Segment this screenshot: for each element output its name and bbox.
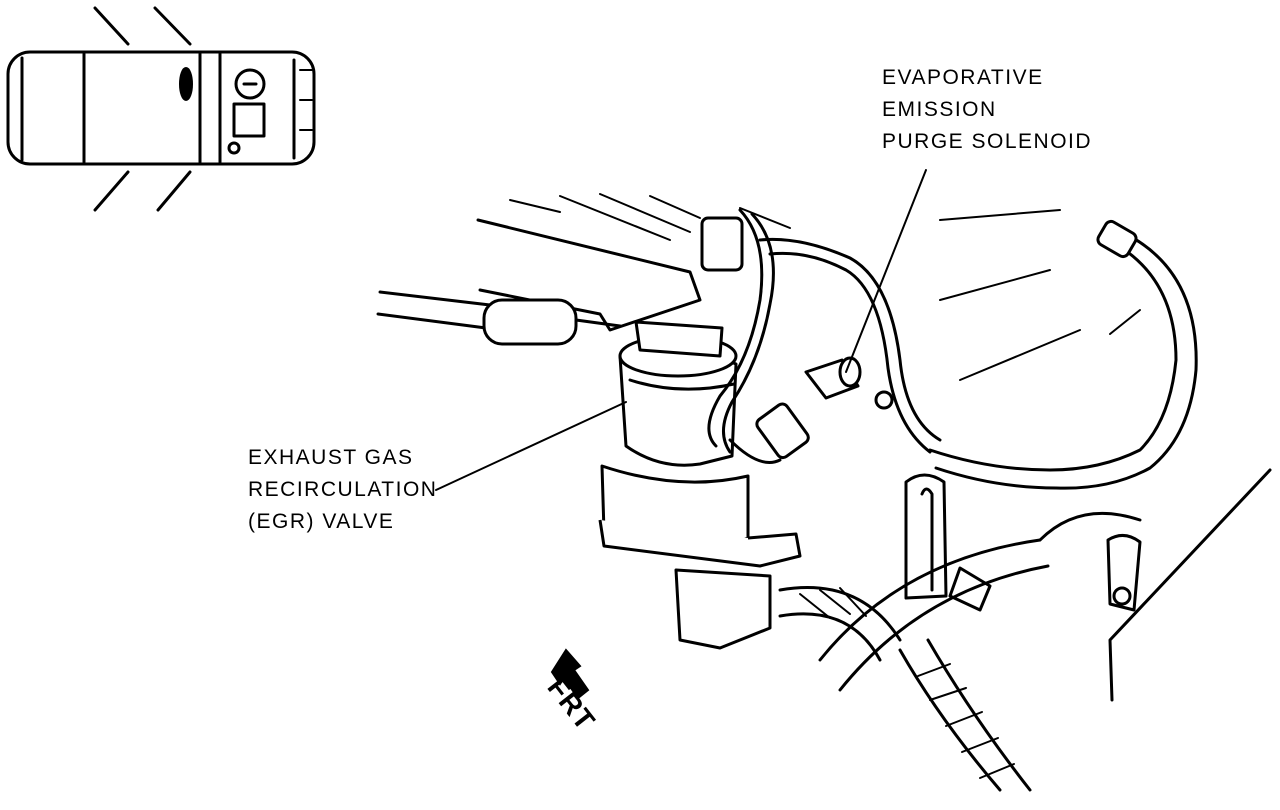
egr-label-line-3: (EGR) VALVE [248,510,395,533]
egr-label-line-2: RECIRCULATION [248,478,438,501]
egr-leader-line [435,401,627,491]
evap-purge-solenoid [804,356,894,410]
evap-label-line-2: EMISSION [882,98,997,121]
leader-lines [435,169,927,491]
evap-leader-line [845,169,927,373]
egr-label-line-1: EXHAUST GAS [248,446,414,469]
locator-motion-lines [93,6,192,212]
intake-cover [476,193,791,332]
evap-purge-solenoid-label: EVAPORATIVE EMISSION PURGE SOLENOID [882,62,1092,158]
left-vacuum-hose [376,290,622,346]
egr-valve-label: EXHAUST GAS RECIRCULATION (EGR) VALVE [248,442,437,538]
evap-label-line-1: EVAPORATIVE [882,66,1044,89]
egr-valve [598,320,802,650]
evap-label-line-3: PURGE SOLENOID [882,130,1093,153]
braided-hoses [778,538,1050,792]
wiring-harness [700,208,942,464]
front-arrow-icon [550,648,590,700]
locator-vehicle-body [6,50,316,166]
right-hoses [928,209,1272,702]
